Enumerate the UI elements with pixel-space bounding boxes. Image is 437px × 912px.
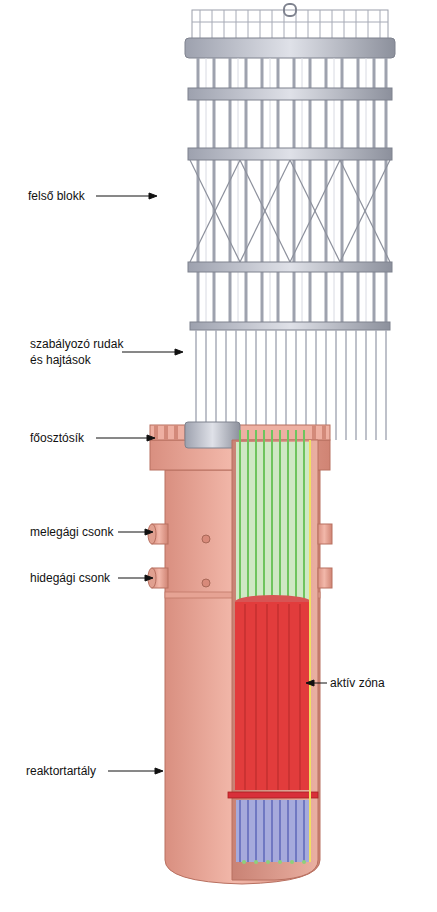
- part-label: szabályozó rudak és hajtások: [30, 336, 130, 368]
- upper-block: [185, 4, 395, 440]
- part-label: aktív zóna: [330, 675, 420, 691]
- reactor-vessel: [148, 422, 332, 884]
- part-label: felső blokk: [28, 188, 108, 204]
- leader-arrows: [96, 193, 327, 774]
- part-label: reaktortartály: [26, 763, 126, 779]
- part-label: hidegági csonk: [30, 570, 130, 586]
- part-label: főosztósík: [30, 430, 110, 446]
- part-label: melegági csonk: [30, 524, 130, 540]
